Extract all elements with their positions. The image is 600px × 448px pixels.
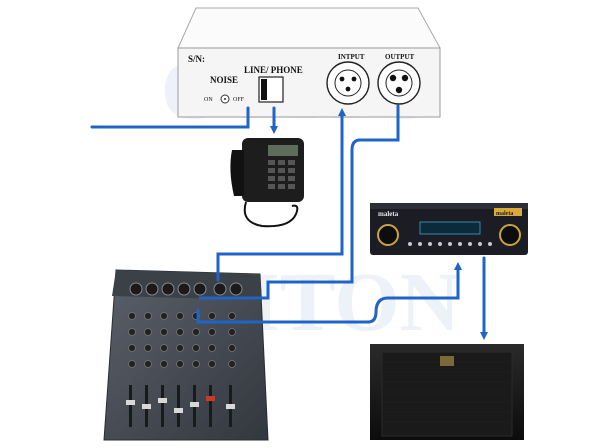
cable-mixer-to-amplifier	[196, 262, 462, 324]
amp-brand-right: maleta	[496, 211, 513, 217]
off-label: OFF	[233, 97, 245, 103]
mixer-inputs	[129, 282, 243, 296]
cable-mixer-to-device-input	[216, 108, 346, 282]
on-label: ON	[204, 97, 213, 103]
cable-connections	[90, 104, 488, 340]
amp-knob-right[interactable]	[499, 224, 521, 246]
output-xlr-jack[interactable]	[377, 61, 421, 105]
mixer-knobs	[128, 312, 236, 368]
amplifier: maleta maleta	[370, 203, 528, 255]
device-top	[177, 7, 441, 49]
mixer-faders	[126, 385, 235, 427]
audio-mixer	[103, 269, 269, 441]
amp-knob-left[interactable]	[377, 224, 399, 246]
speaker	[370, 344, 524, 440]
output-label: OUTPUT	[385, 53, 415, 61]
phone-coupler-device: S/N: LINE/ PHONE NOISE ON OFF INTPUT OUT…	[177, 7, 441, 118]
input-label: INTPUT	[338, 53, 365, 61]
line-phone-label: LINE/ PHONE	[244, 65, 303, 75]
noise-label: NOISE	[210, 75, 238, 85]
cable-device-output-to-mixer	[198, 104, 400, 300]
input-xlr-jack[interactable]	[326, 61, 370, 105]
telephone	[230, 138, 304, 228]
amp-brand-left: maleta	[378, 210, 399, 218]
cable-phone-line-in	[90, 106, 250, 129]
serial-label: S/N:	[188, 54, 205, 64]
